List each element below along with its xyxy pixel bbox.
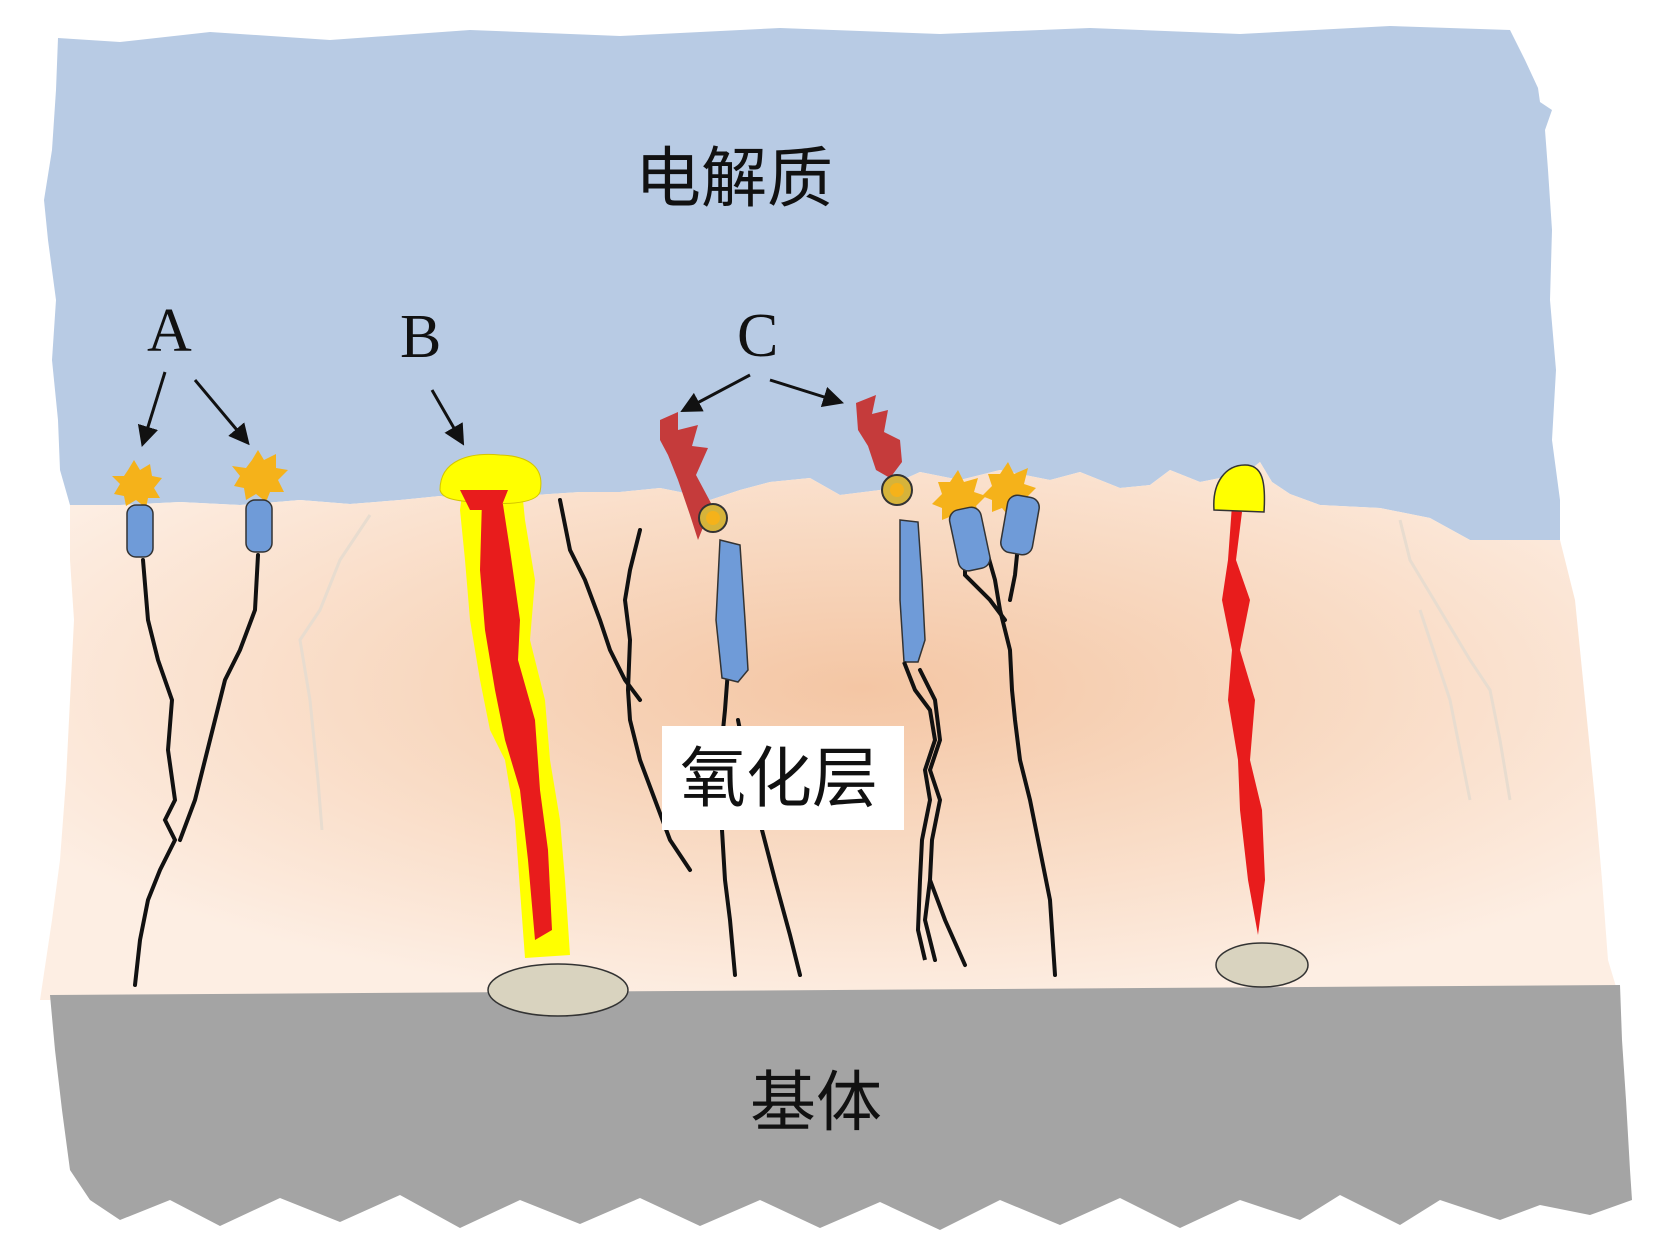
substrate-region — [50, 985, 1632, 1230]
site-c-left — [660, 412, 749, 683]
electrolyte-region — [44, 26, 1560, 540]
right-discharge — [1213, 464, 1309, 988]
arrows — [137, 371, 845, 448]
mark-a-label: A — [147, 297, 192, 365]
site-a-left — [112, 460, 162, 558]
mark-b-label: B — [400, 303, 442, 371]
oxide-label-background — [662, 726, 904, 830]
faint-cracks — [298, 514, 1512, 831]
mark-c-label: C — [737, 302, 779, 370]
site-c-right — [856, 395, 938, 961]
oxide-layer-label: 氧化层 — [680, 740, 878, 817]
site-b-discharge — [439, 453, 629, 1017]
site-a-right — [232, 450, 288, 553]
paired-sparks — [932, 462, 1040, 572]
substrate-label: 基体 — [750, 1064, 882, 1141]
electrolyte-label: 电解质 — [635, 140, 833, 217]
